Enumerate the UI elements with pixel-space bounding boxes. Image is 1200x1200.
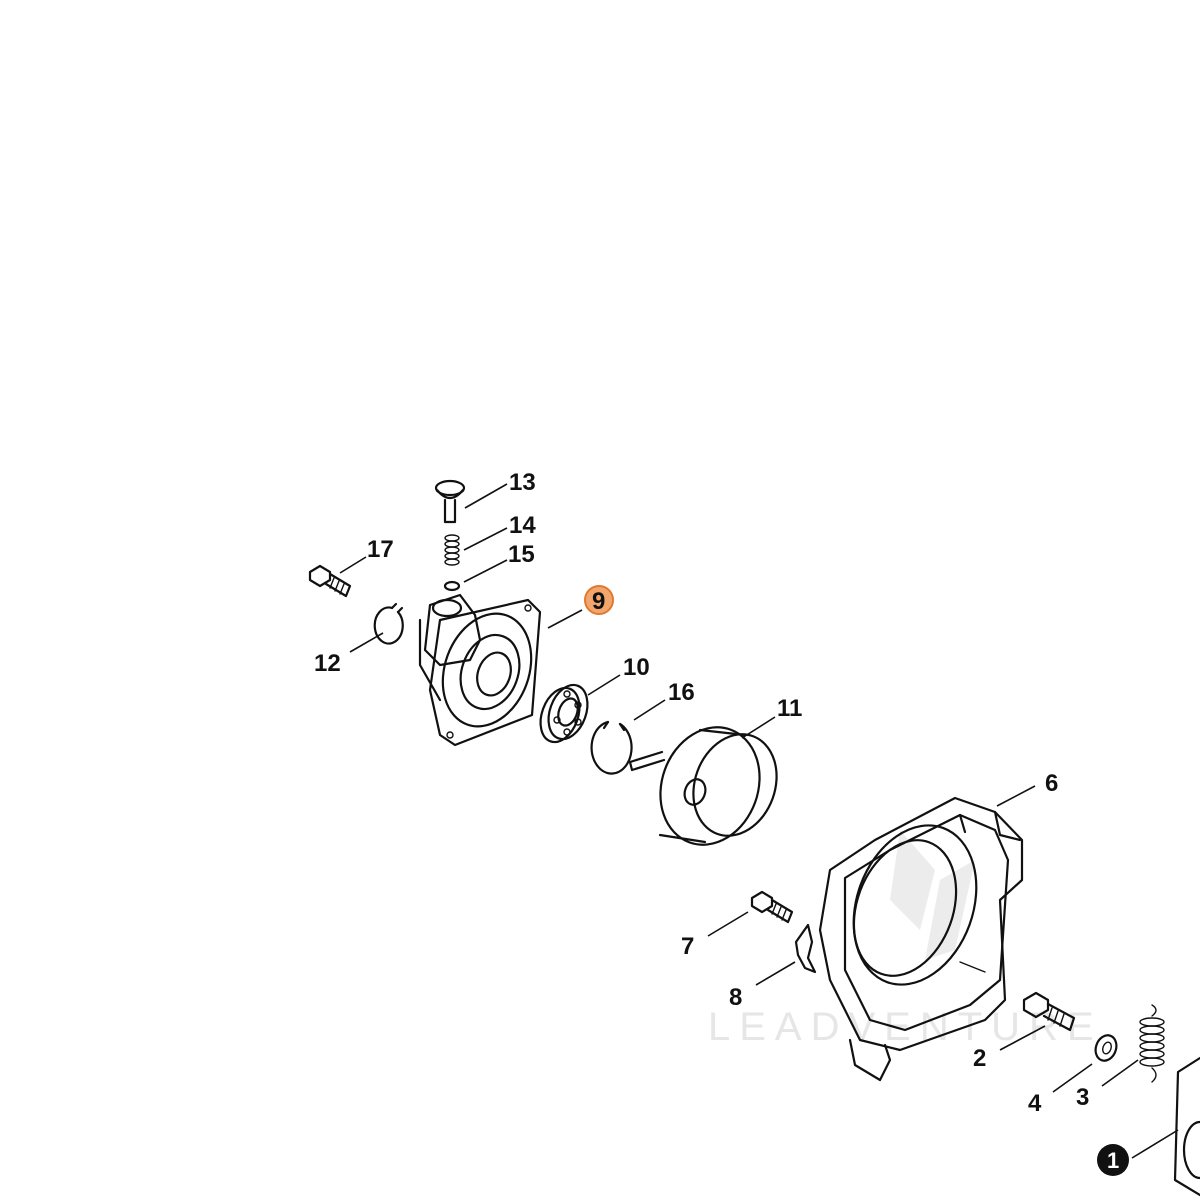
callout-8[interactable]: 8	[729, 984, 742, 1011]
part-1-partial[interactable]	[1173, 1056, 1200, 1197]
part-17-screw[interactable]	[308, 564, 352, 598]
part-6-fan-housing[interactable]	[818, 796, 1024, 1082]
callout-15[interactable]: 15	[508, 541, 535, 568]
callout-4[interactable]: 4	[1028, 1090, 1042, 1117]
callout-labels: 13 14 15 17 12 9 10 16 11 6 7 8 2 4 3 1	[314, 469, 1129, 1176]
callout-9-highlighted[interactable]: 9	[584, 585, 614, 615]
callout-2[interactable]: 2	[973, 1045, 986, 1072]
callout-7[interactable]: 7	[681, 933, 694, 960]
callout-1-badge[interactable]: 1	[1097, 1144, 1129, 1176]
part-4-washer[interactable]	[1092, 1032, 1120, 1063]
callout-13[interactable]: 13	[509, 469, 536, 496]
callout-12[interactable]: 12	[314, 650, 341, 677]
callout-11[interactable]: 11	[777, 695, 802, 722]
part-2-screw[interactable]	[1022, 991, 1076, 1032]
callout-6[interactable]: 6	[1045, 770, 1058, 797]
part-7-screw[interactable]	[750, 890, 794, 924]
callout-16[interactable]: 16	[668, 679, 695, 706]
callout-3[interactable]: 3	[1076, 1084, 1089, 1111]
callout-14[interactable]: 14	[509, 512, 536, 539]
part-15-clip[interactable]	[443, 580, 461, 592]
part-9-housing[interactable]	[418, 593, 546, 747]
leader-lines	[339, 483, 1179, 1159]
callout-17[interactable]: 17	[367, 536, 394, 563]
part-13-pin[interactable]	[434, 479, 466, 524]
callout-9[interactable]: 9	[592, 588, 605, 615]
callout-10[interactable]: 10	[623, 654, 650, 681]
callout-1[interactable]: 1	[1107, 1148, 1119, 1173]
part-8-bracket[interactable]	[794, 923, 817, 974]
part-3-spring[interactable]	[1139, 1004, 1165, 1083]
part-11-clutch-drum[interactable]	[628, 713, 790, 859]
part-10-bearing[interactable]	[534, 680, 595, 748]
part-14-spring[interactable]	[444, 534, 460, 566]
part-16-circlip[interactable]	[590, 720, 633, 775]
part-12-circlip[interactable]	[373, 602, 404, 645]
